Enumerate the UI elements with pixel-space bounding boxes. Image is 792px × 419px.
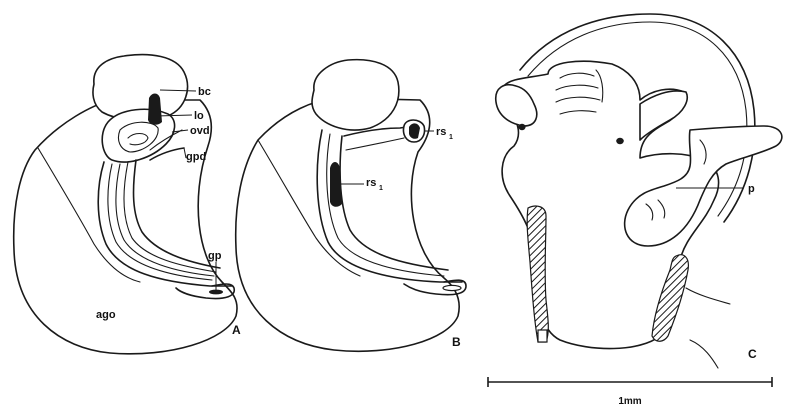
label-rs2: rs — [366, 177, 376, 189]
duct-bundle-line-3 — [124, 162, 216, 272]
panel-b-labels: rs 1 rs 1 B — [340, 126, 461, 349]
foot-right-edge — [686, 288, 730, 368]
b-duct-line-1 — [327, 134, 444, 276]
label-rs1: rs — [436, 126, 446, 138]
panel-a-drawing — [14, 55, 237, 354]
label-gpd: gpd — [186, 151, 206, 163]
b-duct-inner — [340, 136, 448, 270]
label-ago: ago — [96, 309, 116, 321]
panel-b-drawing — [236, 60, 466, 352]
right-eye — [616, 138, 624, 144]
left-eye — [518, 124, 525, 130]
b-gland-division — [258, 140, 360, 276]
label-ovd: ovd — [190, 125, 210, 137]
panel-letter-a: A — [232, 323, 241, 337]
label-gp: gp — [208, 250, 222, 262]
label-p: p — [748, 183, 755, 195]
hatched-muscle-left — [527, 206, 548, 342]
scale-bar-label: 1mm — [618, 396, 641, 407]
panel-letter-c: C — [748, 347, 757, 361]
label-rs1-sub: 1 — [449, 134, 453, 141]
panel-letter-b: B — [452, 335, 461, 349]
label-bc: bc — [198, 86, 211, 98]
scale-bar: 1mm — [488, 377, 772, 407]
label-lo: lo — [194, 110, 204, 122]
panel-c-drawing — [496, 14, 782, 368]
b-branch-lower — [346, 138, 404, 150]
b-bursa — [312, 60, 399, 130]
label-rs2-sub: 1 — [379, 185, 383, 192]
genital-pore-mark — [209, 290, 223, 295]
duct-dark-loop — [148, 94, 162, 125]
